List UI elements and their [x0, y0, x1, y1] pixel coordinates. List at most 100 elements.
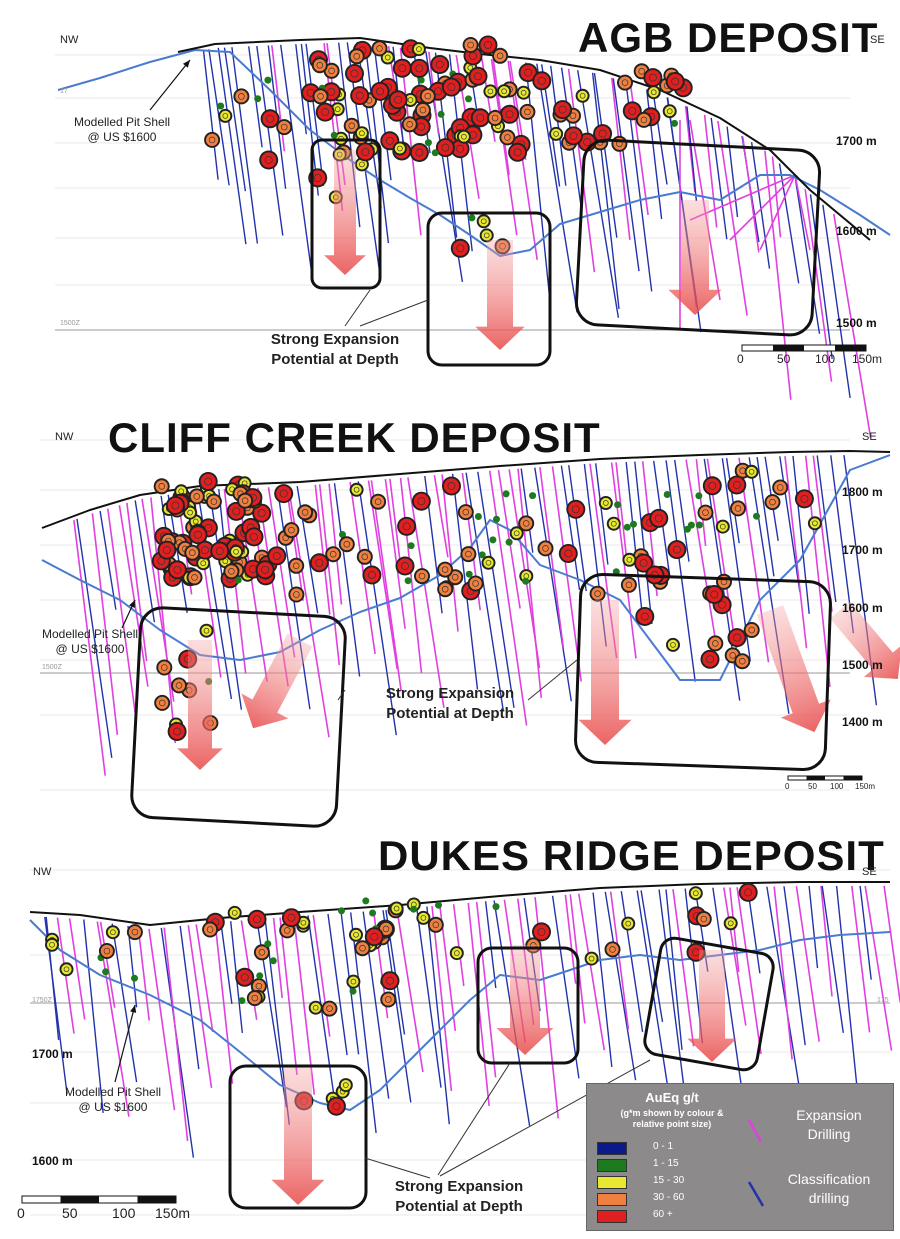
expansion-drill-trace [399, 477, 423, 674]
classification-drill-trace [76, 518, 113, 758]
classification-drill-trace [778, 163, 800, 284]
assay-point-core [315, 558, 324, 567]
assay-point [344, 118, 359, 133]
legend-line-icons [747, 1119, 765, 1207]
assay-point [185, 545, 200, 560]
assay-point-core [522, 520, 530, 527]
assay-point [393, 59, 411, 77]
classification-drill-trace [821, 885, 844, 1033]
assay-point-core [571, 505, 580, 514]
classification-drill-trace [451, 473, 479, 690]
legend-expansion-line1: Expansion [796, 1107, 862, 1123]
classification-drill-trace [536, 63, 578, 313]
assay-point [576, 89, 589, 102]
cliff-se-label: SE [862, 431, 877, 443]
assay-point-core [222, 113, 229, 119]
dukes-arrow-3 [687, 950, 737, 1062]
assay-point-core [201, 546, 209, 555]
assay-point [256, 972, 264, 980]
dukes-scale-bar-seg [60, 1196, 99, 1203]
assay-point [268, 547, 286, 565]
classification-drill-trace [665, 460, 696, 682]
expansion-drill-trace [349, 481, 376, 655]
assay-point-core [382, 925, 390, 933]
legend-label-1-15: 1 - 15 [653, 1158, 679, 1169]
expansion-drill-trace [389, 478, 403, 574]
assay-point-core [417, 122, 426, 131]
expansion-drill-trace [370, 480, 402, 692]
classification-drill-trace [484, 901, 497, 989]
expansion-drill-trace [431, 906, 453, 1092]
assay-point-core [288, 526, 295, 534]
classification-drill-trace [756, 457, 775, 577]
expansion-drill-trace [328, 483, 343, 605]
assay-point-core [255, 982, 263, 990]
classification-drill-trace [280, 44, 314, 285]
assay-point-core [485, 559, 492, 566]
assay-point [277, 120, 292, 134]
assay-point [550, 127, 562, 140]
classification-drill-trace [783, 886, 806, 1046]
dukes-scale-0: 0 [17, 1205, 25, 1221]
dukes-title: DUKES RIDGE DEPOSIT [378, 832, 885, 879]
classification-drill-trace [534, 467, 572, 702]
agb-elev-1600: 1600 m [836, 224, 877, 238]
assay-point [517, 86, 530, 99]
assay-point [102, 968, 110, 976]
assay-point [282, 909, 300, 927]
assay-point-core [173, 727, 182, 736]
assay-point-core [625, 920, 632, 927]
assay-point [356, 143, 374, 161]
assay-point [559, 545, 577, 562]
assay-point [477, 215, 490, 228]
assay-point-core [496, 52, 504, 60]
expansion-drill-trace [137, 927, 150, 1021]
assay-point [355, 941, 370, 956]
assay-point [590, 586, 605, 601]
assay-point-core [419, 106, 427, 114]
expansion-drill-trace [318, 484, 341, 666]
assay-point-core [628, 106, 637, 115]
assay-point [663, 105, 676, 118]
assay-point-core [501, 88, 507, 95]
assay-point-core [272, 551, 281, 560]
assay-point [219, 110, 232, 122]
agb-target-box-3 [574, 138, 822, 337]
assay-point-core [416, 46, 422, 52]
assay-point [410, 905, 418, 913]
assay-point-core [312, 1004, 319, 1011]
assay-point [322, 1001, 337, 1016]
classification-drill-trace [792, 455, 810, 614]
assay-point [533, 72, 551, 90]
assay-point [522, 577, 530, 585]
pit-note-arrowhead [182, 60, 190, 68]
assay-point [339, 1079, 352, 1091]
assay-point-core [353, 53, 360, 60]
assay-point [637, 113, 651, 127]
assay-point [809, 517, 821, 530]
assay-point-core [327, 87, 336, 96]
expansion-drill-trace [851, 885, 871, 1033]
cliff-arrow-5 [830, 601, 900, 679]
assay-point [412, 43, 425, 55]
assay-point [46, 938, 58, 951]
assay-point [205, 132, 220, 147]
assay-point-core [293, 591, 300, 598]
legend-swatch-orange [597, 1193, 627, 1206]
assay-point [529, 492, 537, 500]
assay-point-core [292, 562, 300, 570]
assay-point-core [350, 978, 357, 985]
assay-point [349, 987, 357, 995]
assay-point [663, 491, 671, 498]
cliff-elev-1700: 1700 m [842, 543, 883, 557]
classification-drill-trace [295, 44, 307, 135]
cliff-title: CLIFF CREEK DEPOSIT [108, 414, 601, 461]
assay-point [211, 542, 229, 560]
assay-point [482, 556, 495, 569]
assay-point [289, 587, 304, 602]
assay-point-core [769, 498, 776, 506]
assay-point-core [733, 633, 741, 642]
expansion-drill-trace [279, 917, 298, 1075]
expansion-drill-trace [126, 502, 148, 662]
cliff-callout: Strong Expansion Potential at Depth [365, 684, 535, 724]
